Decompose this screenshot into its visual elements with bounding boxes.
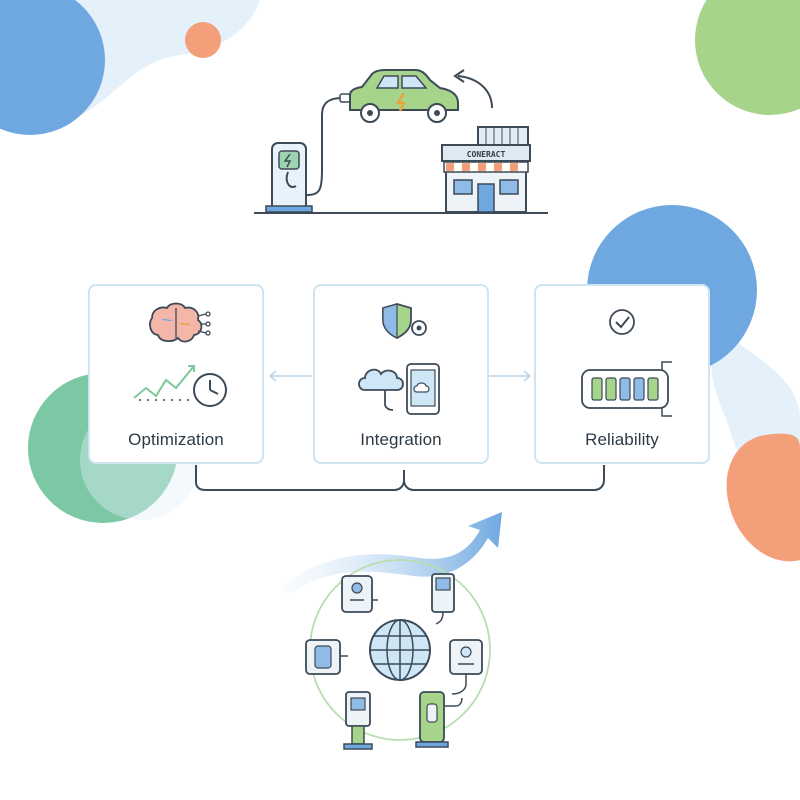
battery-array-icon [581,361,672,417]
brain-icon [149,302,211,343]
curved-arrow-icon [453,69,493,109]
trend-line-icon [133,365,195,401]
charging-post-left-icon [343,691,373,750]
electric-car-icon [349,69,459,123]
bottom-bracket-connector [195,465,605,491]
arrow-left-connector [268,370,312,382]
card-optimization: Optimization [88,284,264,464]
card-reliability: Reliability [534,284,710,464]
optimization-illustration [133,302,227,407]
card-label-reliability: Reliability [585,430,659,449]
meter-device-icon [449,639,483,695]
orange-blob-right [726,433,800,562]
arrow-right-connector [488,370,532,382]
mobile-device-icon [431,573,455,625]
blue-circle-top-left [0,0,105,135]
charging-post-right-icon [415,691,463,748]
charging-cable [305,97,343,196]
wall-charger-icon [341,575,378,613]
check-circle-icon [609,309,635,335]
charger-box-icon [305,639,348,675]
store-sign-text: CONERACT [467,150,506,159]
charging-station-icon [265,142,313,213]
smartphone-icon [406,363,440,415]
card-integration: Integration [313,284,489,464]
shield-gear-icon [382,303,427,340]
card-label-optimization: Optimization [128,430,224,449]
store-building-icon: CONERACT [441,126,531,213]
clock-icon [193,373,227,407]
reliability-illustration [581,309,672,417]
card-label-integration: Integration [360,430,442,449]
green-circle-top-right [695,0,800,115]
orange-dot-top-left [185,22,221,58]
integration-illustration [358,303,440,415]
growth-arrow [280,512,502,594]
globe-icon [369,619,431,681]
cloud-plug-icon [358,368,404,411]
